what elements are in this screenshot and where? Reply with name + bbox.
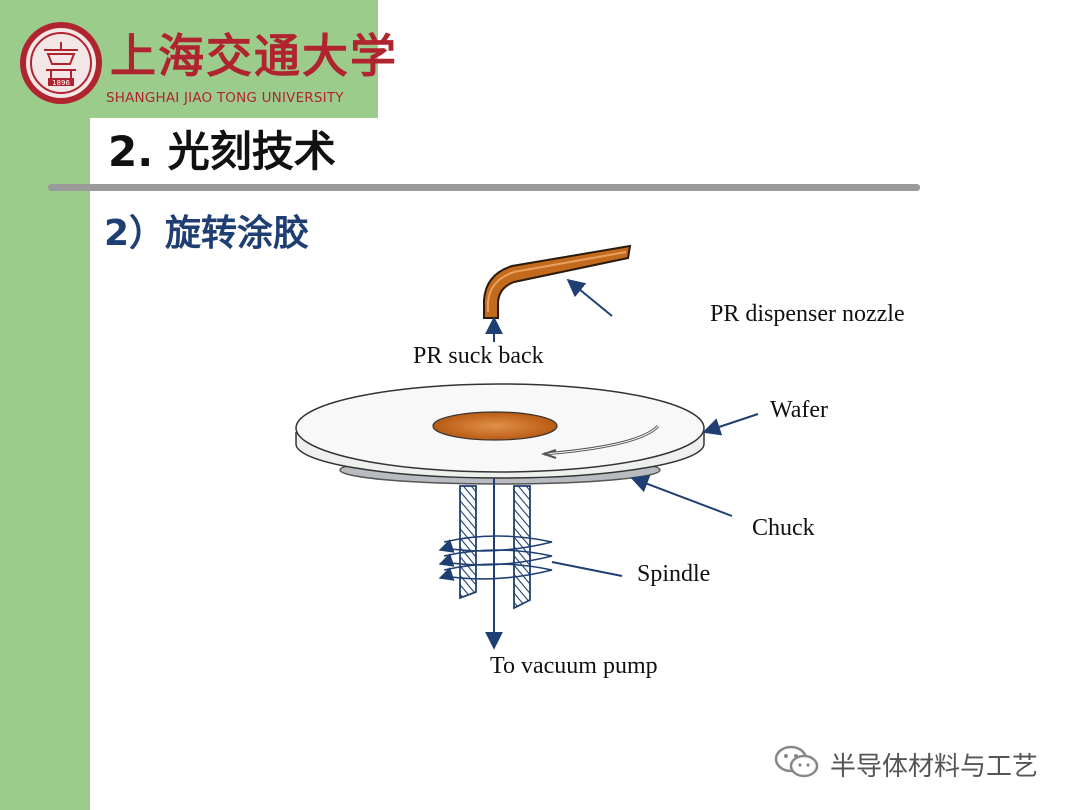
watermark-text: 半导体材料与工艺	[830, 752, 1039, 782]
wafer	[295, 383, 705, 479]
label-suck-back: PR suck back	[413, 343, 544, 369]
wechat-icon	[774, 745, 819, 778]
slide-title: 2. 光刻技术	[108, 127, 336, 176]
label-vacuum: To vacuum pump	[490, 653, 658, 679]
nozzle-arrow	[566, 278, 613, 317]
university-name-en: SHANGHAI JIAO TONG UNIVERSITY	[106, 90, 344, 106]
university-seal-icon: 1896	[20, 22, 102, 104]
slide-subtitle: 2）旋转涂胶	[104, 213, 310, 254]
wafer-arrow	[702, 413, 759, 436]
label-spindle: Spindle	[637, 561, 710, 587]
university-logo: 1896 上海交通大学 SHANGHAI JIAO TONG UNIVERSIT…	[18, 18, 396, 110]
watermark: 半导体材料与工艺	[772, 744, 1062, 784]
left-green-bar	[0, 0, 90, 810]
label-nozzle: PR dispenser nozzle	[710, 301, 905, 327]
university-name-cn: 上海交通大学	[110, 29, 398, 83]
label-wafer: Wafer	[770, 397, 828, 423]
title-divider	[48, 184, 920, 191]
chuck-arrow	[630, 475, 733, 517]
seal-year: 1896	[52, 79, 70, 87]
spindle-pointer	[551, 561, 623, 577]
label-chuck: Chuck	[752, 515, 815, 541]
photoresist-puddle	[432, 411, 558, 441]
spindle	[438, 485, 553, 610]
pr-dispenser-nozzle	[483, 244, 632, 319]
